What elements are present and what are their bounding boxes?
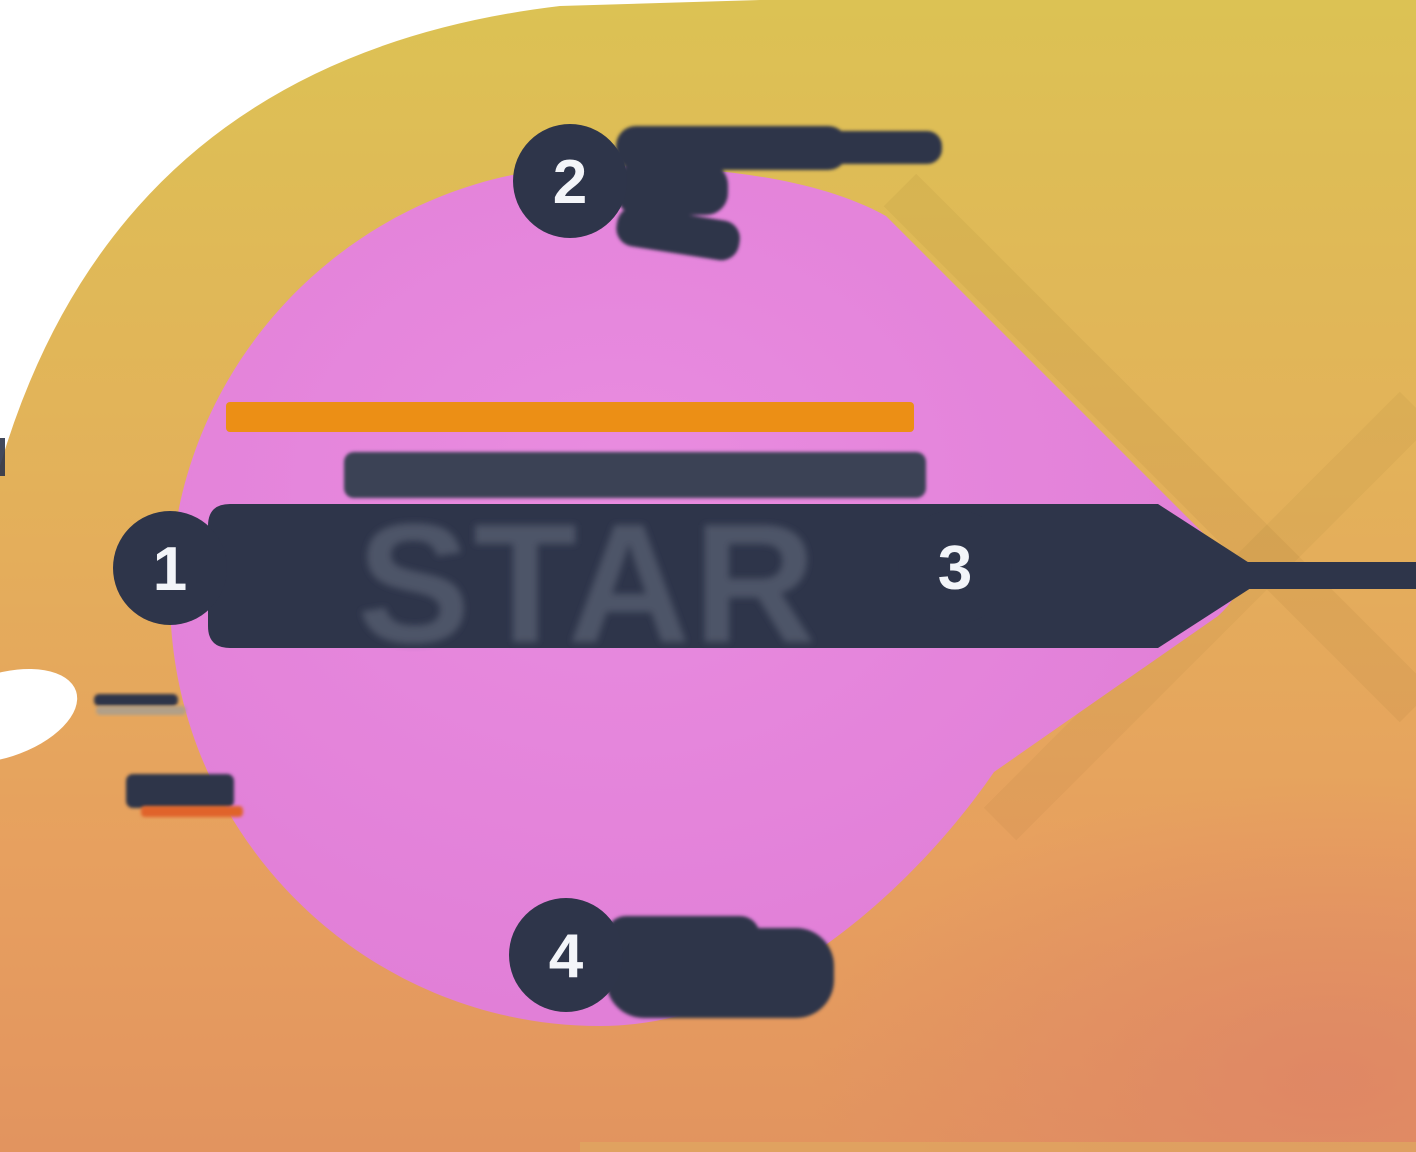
redacted-caption-shadow [96,706,186,715]
redacted-bar [616,206,740,261]
redacted-caption-line-2 [126,774,234,808]
step-badge-3 [898,510,1012,624]
ribbon-outer-gap-top-left [0,0,760,466]
accent-orange-bar [226,402,914,432]
ribbon-outer-gap-left [0,669,78,763]
ribbon-bottom-right-tint [810,780,1416,1152]
edge-fragment [0,438,5,476]
redacted-subtitle-bar [344,452,926,498]
redacted-label-step-4 [606,916,834,1018]
step-number-4: 4 [549,922,584,991]
arrow-line-right [1246,562,1416,589]
redacted-bar [748,131,942,164]
step-badges: 1 2 3 4 [113,124,1012,1012]
headline-star: STAR [357,489,819,679]
step-badge-2 [513,124,627,238]
step-number-2: 2 [553,148,587,217]
step-number-3: 3 [938,534,972,603]
step-badge-4 [509,898,623,1012]
step-badge-1 [113,511,227,625]
ribbon-cross-edge-upper [883,173,1416,723]
redacted-bar [616,163,728,215]
redacted-caption-line-1 [94,694,178,706]
step-number-1: 1 [153,535,187,604]
redacted-label-step-2 [616,126,942,261]
ribbon-bottom-edge-band [580,1142,1416,1152]
redacted-bar [606,928,834,1018]
caption-underline-accent [141,806,243,817]
